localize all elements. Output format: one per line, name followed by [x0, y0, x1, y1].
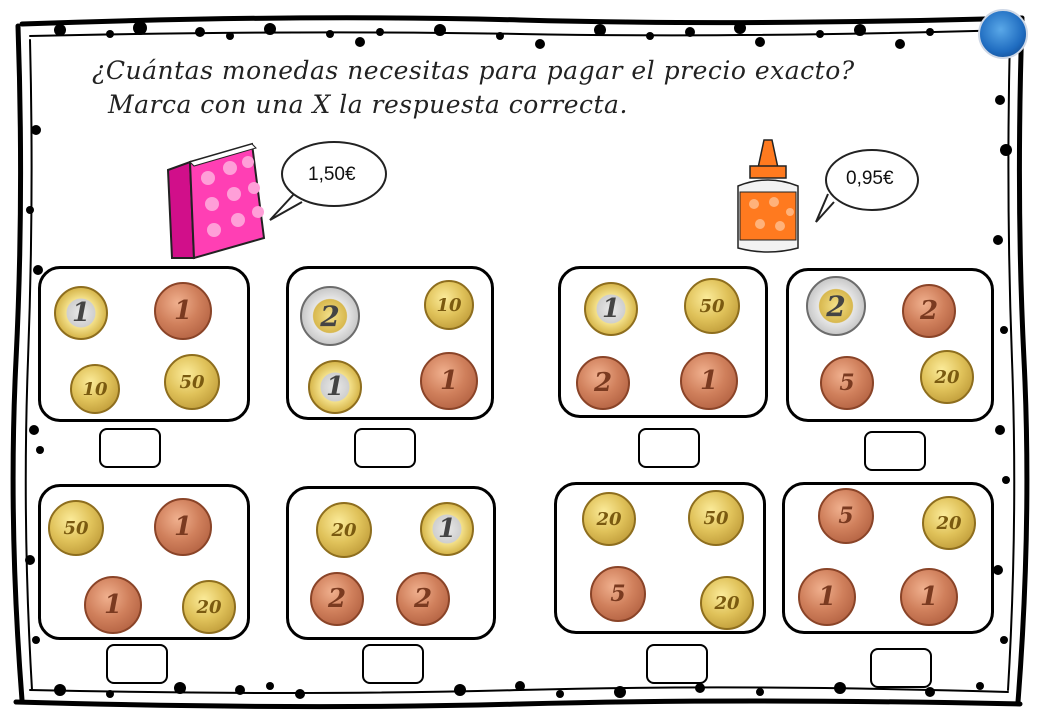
coin-value: 5 [610, 581, 626, 607]
coin: 10 [424, 280, 474, 330]
coin-value: 1 [173, 296, 193, 326]
coin-value: 20 [196, 596, 222, 618]
coin: 50 [164, 354, 220, 410]
coin-value: 1 [699, 366, 719, 396]
coin: 20 [922, 496, 976, 550]
answer-box-5[interactable] [106, 644, 168, 684]
coin: 20 [182, 580, 236, 634]
coin-value: 2 [320, 299, 340, 333]
glue-price: 0,95€ [846, 168, 894, 189]
coin-value: 50 [63, 517, 89, 539]
coin: 5 [818, 488, 874, 544]
coin-value: 20 [331, 519, 357, 541]
coin: 5 [820, 356, 874, 410]
coin: 2 [902, 284, 956, 338]
coin-value: 1 [173, 512, 193, 542]
coin: 50 [48, 500, 104, 556]
coin-value: 50 [699, 295, 725, 317]
coin-value: 1 [437, 514, 457, 544]
coin-value: 1 [439, 366, 459, 396]
coin: 1 [798, 568, 856, 626]
coin: 2 [310, 572, 364, 626]
coin: 1 [420, 352, 478, 410]
answer-box-7[interactable] [646, 644, 708, 684]
coin: 1 [900, 568, 958, 626]
coin: 50 [684, 278, 740, 334]
coin-value: 10 [82, 378, 108, 400]
coin-value: 2 [826, 289, 846, 323]
coin-value: 1 [71, 298, 91, 328]
glue-bottle-icon [737, 139, 799, 253]
coin: 10 [70, 364, 120, 414]
coin-value: 1 [919, 582, 939, 612]
coin: 20 [316, 502, 372, 558]
coin: 2 [300, 286, 360, 346]
coin: 1 [154, 282, 212, 340]
coin-value: 2 [593, 368, 613, 398]
coin-value: 20 [596, 508, 622, 530]
publisher-logo-icon [978, 9, 1028, 59]
instruction-line-1: ¿Cuántas monedas necesitas para pagar el… [92, 56, 855, 85]
coin: 1 [420, 502, 474, 556]
coin: 1 [54, 286, 108, 340]
answer-box-2[interactable] [354, 428, 416, 468]
coin: 1 [680, 352, 738, 410]
book-price-bubble [269, 141, 387, 221]
coin-value: 20 [714, 592, 740, 614]
answer-box-4[interactable] [864, 431, 926, 471]
coin-value: 1 [325, 372, 345, 402]
coin-value: 1 [817, 582, 837, 612]
coin: 2 [806, 276, 866, 336]
coin: 1 [308, 360, 362, 414]
coin-value: 1 [103, 590, 123, 620]
answer-box-1[interactable] [99, 428, 161, 468]
coin-value: 2 [327, 584, 347, 614]
book-price: 1,50€ [308, 164, 356, 185]
coin: 50 [688, 490, 744, 546]
coin: 1 [584, 282, 638, 336]
coin: 2 [576, 356, 630, 410]
answer-box-3[interactable] [638, 428, 700, 468]
coin: 1 [84, 576, 142, 634]
coin-value: 50 [179, 371, 205, 393]
coin-value: 50 [703, 507, 729, 529]
book-icon [166, 142, 266, 260]
coin-value: 2 [413, 584, 433, 614]
coin: 1 [154, 498, 212, 556]
coin: 20 [582, 492, 636, 546]
coin-value: 20 [934, 366, 960, 388]
coin: 2 [396, 572, 450, 626]
coin-value: 5 [838, 503, 854, 529]
glue-price-bubble [815, 149, 919, 223]
coin-value: 5 [839, 370, 855, 396]
instruction-line-2: Marca con una X la respuesta correcta. [108, 90, 628, 119]
answer-box-6[interactable] [362, 644, 424, 684]
coin: 20 [700, 576, 754, 630]
coin: 5 [590, 566, 646, 622]
answer-box-8[interactable] [870, 648, 932, 688]
coin-value: 10 [436, 294, 462, 316]
coin-value: 20 [936, 512, 962, 534]
coin-value: 2 [919, 296, 939, 326]
coin-value: 1 [601, 294, 621, 324]
coin: 20 [920, 350, 974, 404]
